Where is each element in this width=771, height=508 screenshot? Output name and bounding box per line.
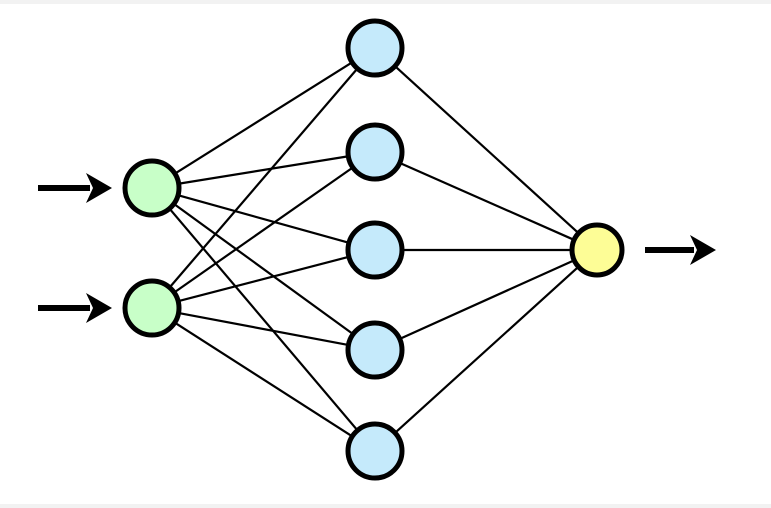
synapse-edge — [168, 67, 359, 289]
neuron-node-input-i1[interactable] — [122, 158, 182, 218]
neuron-nodes-group — [122, 18, 625, 481]
synapse-edge — [172, 166, 355, 294]
synapse-edge — [177, 155, 350, 185]
arrow-head-icon — [690, 235, 716, 265]
neuron-node-input-i2[interactable] — [122, 278, 182, 338]
synapse-edge — [393, 64, 580, 235]
neuron-node-hidden-h3[interactable] — [345, 220, 405, 280]
neuron-node-hidden-h5[interactable] — [345, 421, 405, 481]
synapse-edge — [173, 60, 354, 176]
synapse-edge — [176, 193, 351, 245]
synapse-edges-group — [167, 60, 580, 438]
synapse-edge — [398, 161, 576, 242]
synapse-edge — [176, 255, 351, 303]
io-arrows-group — [38, 173, 716, 323]
synapse-edge — [398, 258, 576, 341]
synapse-edge — [393, 265, 580, 435]
neuron-node-hidden-h4[interactable] — [345, 320, 405, 380]
top-edge-strip — [0, 0, 771, 4]
synapse-edge — [177, 311, 350, 347]
neuron-node-output-o1[interactable] — [569, 222, 625, 278]
arrow-head-icon — [86, 293, 112, 323]
bottom-edge-strip — [0, 504, 771, 508]
synapse-edge — [167, 207, 360, 432]
arrow-head-icon — [86, 173, 112, 203]
synapse-edge — [172, 202, 355, 336]
neuron-node-hidden-h1[interactable] — [345, 18, 405, 78]
synapse-edge — [173, 321, 354, 438]
neuron-node-hidden-h2[interactable] — [345, 122, 405, 182]
